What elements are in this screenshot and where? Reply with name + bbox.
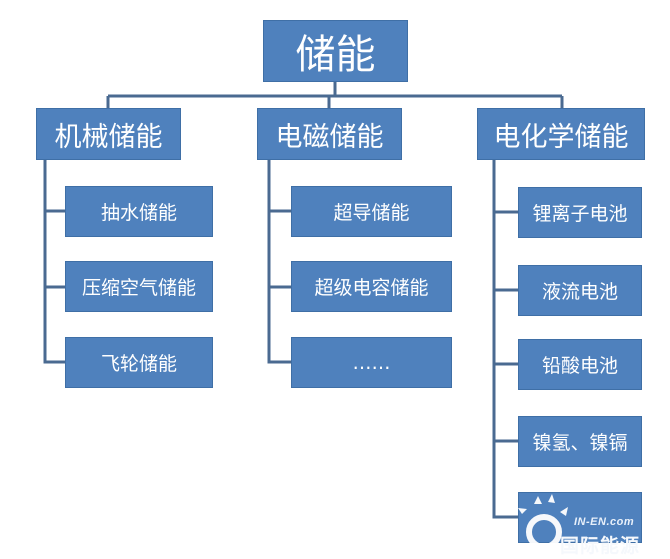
watermark-text-cn: 国际能源: [560, 535, 641, 557]
leaf-node: 镍氢、镍镉: [518, 416, 642, 467]
watermark-logo-icon: [518, 494, 568, 550]
branch-3-1: [492, 160, 518, 214]
root-node: 储能: [263, 20, 408, 82]
leaf-node: 压缩空气储能: [65, 261, 213, 312]
watermark-text-en: IN-EN.com: [574, 516, 635, 528]
branch-1-2: [43, 211, 65, 289]
leaf-label: 抽水储能: [100, 202, 177, 224]
leaf-label: 液流电池: [541, 281, 618, 303]
leaf-node: 液流电池: [518, 265, 642, 316]
leaf-label: 超级电容储能: [314, 277, 429, 299]
leaf-label: 锂离子电池: [532, 203, 628, 225]
leaf-label: 飞轮储能: [100, 353, 177, 375]
category-node-electrochemical: 电化学储能: [477, 108, 645, 160]
leaf-node: 飞轮储能: [65, 337, 213, 388]
branch-3-4: [492, 364, 518, 443]
category-label: 机械储能: [54, 121, 163, 153]
leaf-label: 压缩空气储能: [81, 277, 196, 299]
leaf-node: 铅酸电池: [518, 339, 642, 390]
category-node-mechanical: 机械储能: [36, 108, 181, 160]
category-node-electromagnetic: 电磁储能: [257, 108, 402, 160]
leaf-node: 超导储能: [291, 186, 452, 237]
branch-3-5: [492, 441, 518, 519]
category-label: 电磁储能: [275, 121, 384, 153]
branch-1-3: [43, 287, 65, 364]
leaf-label: 镍氢、镍镉: [532, 432, 628, 454]
leaf-node: ……: [291, 337, 452, 388]
leaf-node: 抽水储能: [65, 186, 213, 237]
leaf-label: ……: [352, 351, 391, 374]
branch-2-3: [267, 287, 291, 364]
branch-2-1: [267, 160, 291, 213]
root-label: 储能: [295, 32, 376, 78]
branch-3-3: [492, 290, 518, 366]
branch-2-2: [267, 211, 291, 289]
leaf-node: 锂离子电池: [518, 187, 642, 238]
leaf-label: 铅酸电池: [541, 355, 618, 377]
branch-1-1: [43, 160, 65, 213]
branch-3-2: [492, 212, 518, 292]
leaf-node: 超级电容储能: [291, 261, 452, 312]
leaf-label: 超导储能: [333, 202, 410, 224]
category-label: 电化学储能: [493, 121, 629, 153]
